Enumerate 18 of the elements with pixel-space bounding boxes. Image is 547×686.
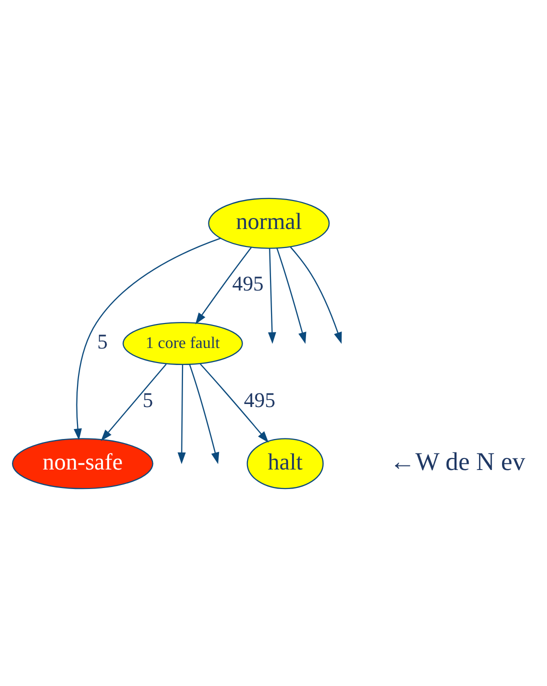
node-ellipse: non-safe xyxy=(12,438,154,489)
edge-label: 495 xyxy=(232,270,264,295)
arrow xyxy=(178,364,186,464)
arrow xyxy=(100,363,167,441)
node-ellipse: normal xyxy=(208,197,330,248)
node-ellipse: halt xyxy=(246,438,324,489)
node-ellipse: 1 core fault xyxy=(122,321,243,365)
edge-label: 5 xyxy=(142,387,154,412)
arrow xyxy=(74,237,222,440)
arrow xyxy=(276,247,306,344)
label: ←W de N ev xyxy=(390,446,526,476)
arrow xyxy=(290,246,342,344)
arrow xyxy=(195,246,252,324)
edge-label: 495 xyxy=(244,387,276,412)
arrow xyxy=(200,363,269,442)
arrow xyxy=(268,248,276,344)
arrow xyxy=(189,364,220,464)
edge-label: 5 xyxy=(97,329,108,354)
